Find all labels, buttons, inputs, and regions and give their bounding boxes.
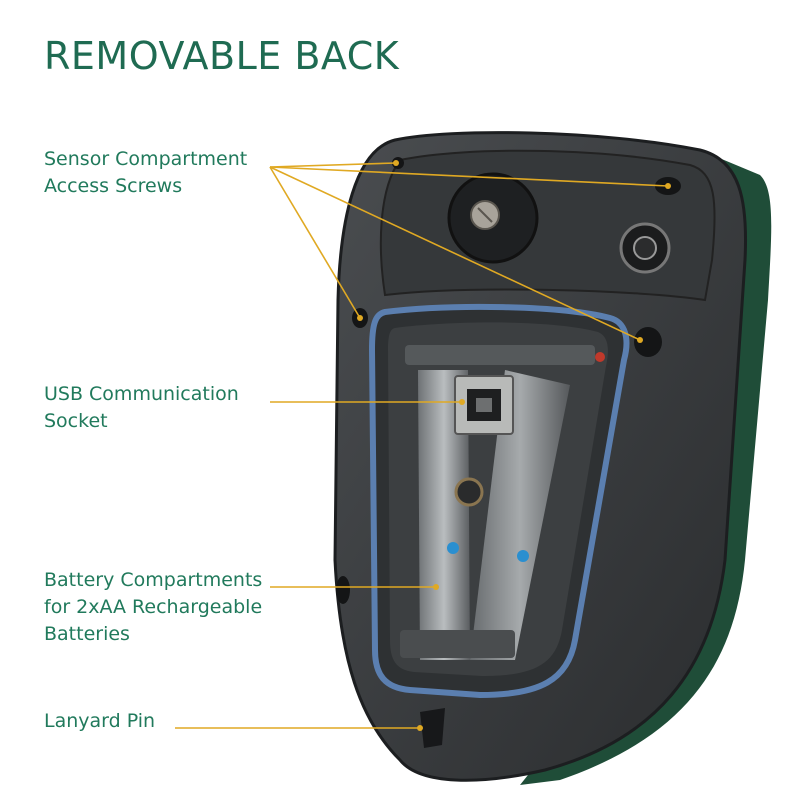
leader-sensor-2 [269, 166, 669, 187]
leader-sensor-3 [269, 166, 361, 319]
callout-line: Batteries [44, 623, 130, 645]
callout-line: USB Communication [44, 383, 239, 405]
callout-line: Sensor Compartment [44, 148, 248, 170]
leader-sensor-1 [269, 162, 397, 168]
lanyard-pin-icon [420, 708, 445, 748]
callout-lanyard-pin: Lanyard Pin [44, 708, 155, 735]
callout-line: Socket [44, 410, 108, 432]
callout-sensor-screws: Sensor Compartment Access Screws [44, 146, 247, 200]
leader-dots [357, 160, 671, 731]
battery-right [470, 370, 570, 660]
callout-line: Access Screws [44, 175, 183, 197]
callout-line: Battery Compartments [44, 569, 263, 591]
grommet [454, 477, 484, 507]
access-screw-lower-left-icon [336, 576, 350, 604]
leader-sensor-4 [269, 166, 641, 341]
callout-line: Lanyard Pin [44, 710, 156, 732]
callout-battery-compartments: Battery Compartments for 2xAA Rechargeab… [44, 567, 262, 648]
diagram-title: REMOVABLE BACK [44, 34, 400, 78]
sensor-compartment-panel [379, 149, 716, 302]
leader-lines [175, 162, 669, 729]
callout-line: for 2xAA Rechargeable [44, 596, 263, 618]
access-screw-mid-right-icon [634, 327, 662, 357]
callout-usb-socket: USB Communication Socket [44, 381, 239, 435]
